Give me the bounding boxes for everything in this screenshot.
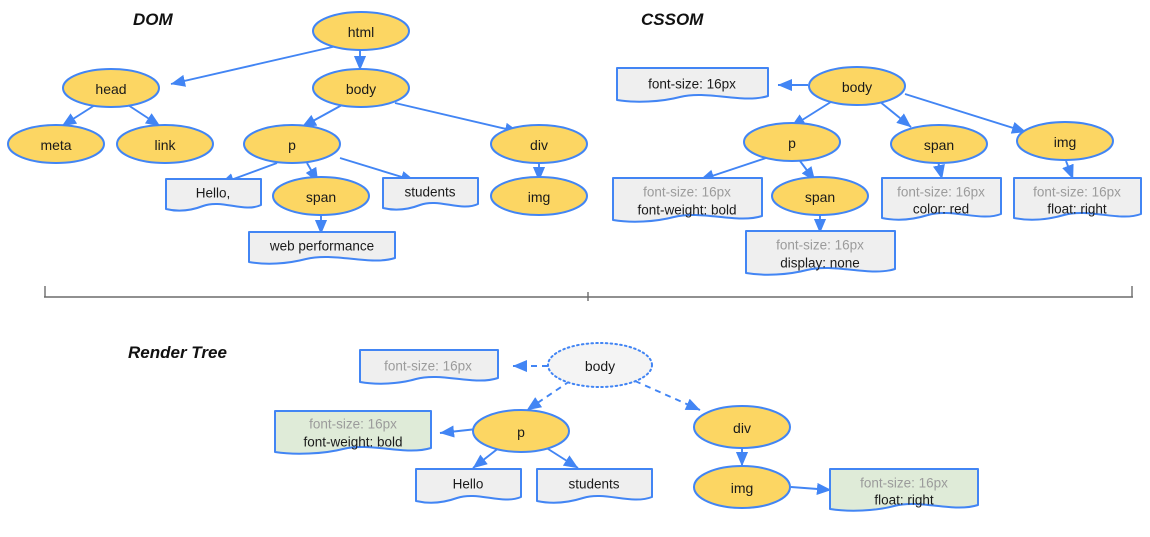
cssom-node-body-label: body [842,79,872,95]
cssom-node-img-label: img [1054,134,1077,150]
dom-title: DOM [133,10,174,29]
dom-node-div-label: div [530,137,548,153]
rt-node-img-label: img [731,480,754,496]
cssom-rule-p-line2: font-weight: bold [637,203,736,218]
dom-node-p-label: p [288,137,296,153]
cssom-rule-p[interactable]: font-size: 16px font-weight: bold [612,177,763,223]
cssom-rule-img-line1: font-size: 16px [1033,185,1121,200]
edge-html-head [170,44,342,87]
dom-node-meta-label: meta [40,137,71,153]
rt-text-hello[interactable]: Hello [415,468,522,504]
dom-node-meta[interactable]: meta [7,124,105,164]
dom-node-body-label: body [346,81,376,97]
dom-node-div[interactable]: div [490,124,588,164]
rt-node-p-label: p [517,424,525,440]
cssom-node-p-label: p [788,135,796,151]
dom-node-link[interactable]: link [116,124,214,164]
cssom-rule-span-line2: color: red [913,202,969,217]
render-tree-section: Render Tree body p div img [128,342,979,512]
rt-rule-p[interactable]: font-size: 16px font-weight: bold [274,410,432,455]
dom-node-body[interactable]: body [312,68,410,108]
rt-rule-img-line1: font-size: 16px [860,476,948,491]
cssom-node-span-child-label: span [805,189,835,205]
edge-rt-body-p [526,380,571,411]
rt-text-students-label: students [568,477,619,492]
cssom-node-span[interactable]: span [890,124,988,164]
dom-node-p[interactable]: p [243,124,341,164]
dom-node-head-label: head [95,81,126,97]
cssom-rule-span-child-line2: display: none [780,256,860,271]
cssom-node-body[interactable]: body [808,66,906,106]
edge-body-p [301,104,343,128]
edge-rt-p-students [544,446,579,469]
cssom-rule-body-line1: font-size: 16px [648,77,736,92]
dom-node-span-label: span [306,189,336,205]
cssom-rule-body[interactable]: font-size: 16px [616,67,769,103]
edge-span-rule [933,160,945,180]
edge-rt-p-rule [439,425,478,438]
edge-head-link [127,104,161,127]
cssom-rule-img-line2: float: right [1047,202,1107,217]
section-divider [44,286,1133,301]
dom-node-head[interactable]: head [62,68,160,108]
edge-rt-p-hello [472,446,501,469]
edge-body-img [904,93,1027,134]
rt-node-img[interactable]: img [693,465,791,509]
rt-rule-body[interactable]: font-size: 16px [359,349,499,385]
dom-node-img-label: img [528,189,551,205]
dom-node-link-label: link [154,137,176,153]
rt-rule-p-line1: font-size: 16px [309,417,397,432]
dom-node-img[interactable]: img [490,176,588,216]
rt-node-body-label: body [585,358,615,374]
dom-edges [61,44,546,235]
dom-text-students-label: students [404,185,455,200]
cssom-rule-span[interactable]: font-size: 16px color: red [881,177,1002,221]
cssom-node-p[interactable]: p [743,122,841,162]
cssom-rule-span-child-line1: font-size: 16px [776,238,864,253]
dom-text-web-performance[interactable]: web performance [248,231,396,265]
dom-node-html-label: html [348,24,374,40]
rt-node-body[interactable]: body [547,342,653,388]
cssom-node-span-child[interactable]: span [771,176,869,216]
rt-node-p[interactable]: p [472,409,570,453]
rt-rule-body-line1: font-size: 16px [384,359,472,374]
cssom-section: CSSOM body p span img [612,10,1142,276]
cssom-title: CSSOM [641,10,704,29]
cssom-rule-span-line1: font-size: 16px [897,185,985,200]
cssom-rule-img[interactable]: font-size: 16px float: right [1013,177,1142,221]
cssom-rule-span-child[interactable]: font-size: 16px display: none [745,230,896,276]
dom-text-hello-label: Hello, [196,186,231,201]
dom-text-hello[interactable]: Hello, [165,178,262,212]
edge-body-span [878,100,912,128]
rt-text-students[interactable]: students [536,468,653,504]
edge-rt-img-rule [790,482,832,496]
dom-text-students[interactable]: students [382,177,479,211]
dom-node-span[interactable]: span [272,176,370,216]
dom-node-html[interactable]: html [312,11,410,51]
cssom-node-img[interactable]: img [1016,121,1114,161]
rt-text-hello-label: Hello [453,477,484,492]
edge-img-rule [1062,160,1074,180]
rt-rule-img[interactable]: font-size: 16px float: right [829,468,979,512]
render-tree-title: Render Tree [128,343,227,362]
dom-text-web-performance-label: web performance [269,239,374,254]
edge-rt-body-div [634,380,701,411]
edge-p-rule [699,157,767,182]
rt-node-div[interactable]: div [693,405,791,449]
rt-rule-img-line2: float: right [874,493,934,508]
dom-section: DOM html head body [7,10,588,265]
edge-body-div [394,102,520,135]
render-tree-edges [439,359,832,496]
rt-rule-p-line2: font-weight: bold [303,435,402,450]
rt-node-div-label: div [733,420,751,436]
cssom-rule-p-line1: font-size: 16px [643,185,731,200]
cssom-node-span-label: span [924,137,954,153]
edge-head-meta [61,104,96,127]
